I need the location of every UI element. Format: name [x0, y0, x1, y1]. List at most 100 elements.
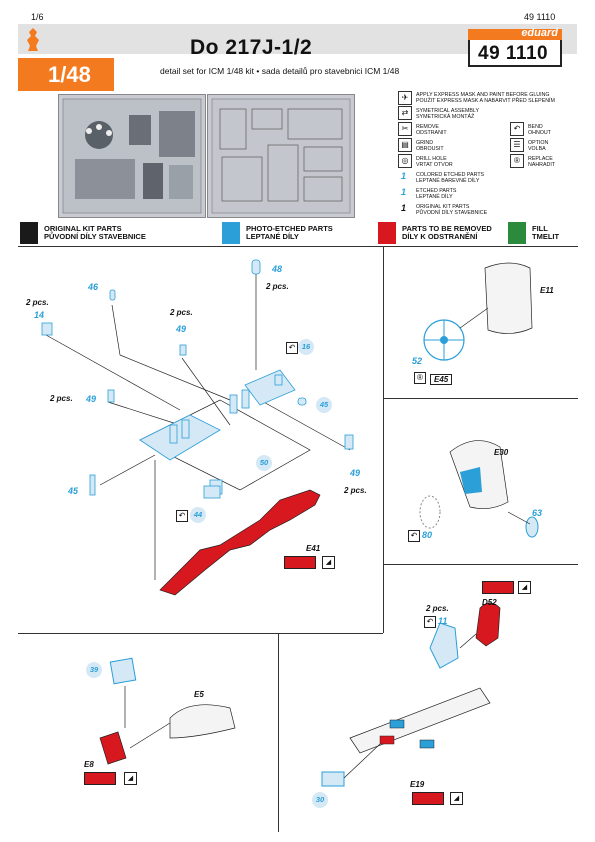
step-3-drawing — [400, 402, 576, 562]
legend-original: ORIGINAL KIT PARTS PŮVODNÍ DÍLY STAVEBNI… — [416, 204, 488, 216]
legend-remove: REMOVE ODSTRANIT — [416, 124, 447, 136]
category-pe: PHOTO-ETCHED PARTS LEPTANÉ DÍLY — [222, 222, 372, 244]
eduard-mascot-icon — [24, 26, 42, 52]
grind-icon: ▤ — [398, 138, 412, 152]
grind-icon-e8: ◢ — [124, 772, 137, 785]
remove-box-e19 — [412, 792, 444, 805]
swatch-remove — [378, 222, 396, 244]
callout-2pcs-f: 2 pcs. — [426, 604, 449, 613]
callout-2pcs-a: 2 pcs. — [266, 282, 289, 291]
category-original: ORIGINAL KIT PARTS PŮVODNÍ DÍLY STAVEBNI… — [20, 222, 220, 244]
callout-63: 63 — [532, 508, 543, 518]
legend-num-original: 1 — [401, 203, 407, 213]
divider-top — [18, 246, 578, 247]
callout-48: 48 — [272, 264, 283, 274]
divider-vertical-bottom — [278, 633, 279, 832]
grind-icon-e41: ◢ — [322, 556, 335, 569]
scale-box: 1/48 — [18, 58, 114, 91]
callout-50: 50 — [256, 455, 272, 471]
callout-2pcs-e: 2 pcs. — [344, 486, 367, 495]
page-title: Do 217J-1/2 — [190, 36, 313, 59]
callout-39: 39 — [86, 662, 102, 678]
swatch-original — [20, 222, 38, 244]
grind-icon-e19: ◢ — [450, 792, 463, 805]
scale-label: 1/48 — [48, 62, 91, 87]
callout-30: 30 — [312, 792, 328, 808]
legend-option: OPTION VOLBA — [528, 140, 549, 152]
swatch-pe — [222, 222, 240, 244]
divider-vertical-main — [383, 247, 384, 633]
callout-e41: E41 — [306, 544, 321, 553]
callout-e45: E45 — [430, 374, 453, 385]
bend-icon: ↶ — [510, 122, 524, 136]
callout-44: 44 — [190, 507, 206, 523]
callout-e5: E5 — [194, 690, 204, 699]
fret-color — [58, 94, 206, 218]
callout-e11: E11 — [540, 286, 554, 295]
callout-45a: 45 — [316, 397, 332, 413]
callout-80: 80 — [422, 530, 433, 540]
category-fill-label: FILL TMELIT — [532, 224, 560, 241]
bend-icon-44: ↶ — [176, 510, 188, 522]
remove-icon: ✂ — [398, 122, 412, 136]
grind-icon-d52: ◢ — [518, 581, 531, 594]
page-subtitle: detail set for ICM 1/48 kit • sada detai… — [160, 66, 400, 76]
callout-14: 14 — [34, 310, 45, 320]
divider-right-2 — [383, 564, 578, 565]
callout-d52: D52 — [482, 598, 497, 607]
callout-2pcs-b: 2 pcs. — [26, 298, 49, 307]
drill-icon: ◎ — [398, 154, 412, 168]
mask-icon: ✈ — [398, 91, 412, 105]
step-1-drawing — [20, 250, 382, 630]
callout-e19: E19 — [410, 780, 425, 789]
set-code: 49 1110 — [478, 43, 549, 64]
legend-etched: ETCHED PARTS LEPTANÉ DÍLY — [416, 188, 457, 200]
bend-icon-11: ↶ — [424, 616, 436, 628]
legend-grind: GRIND OBROUSIT — [416, 140, 444, 152]
callout-11: 11 — [438, 616, 448, 626]
callout-16: 16 — [298, 339, 314, 355]
remove-box-e8 — [84, 772, 116, 785]
category-fill: FILL TMELIT — [508, 222, 578, 244]
symmetrical-icon: ⇄ — [398, 106, 412, 120]
set-code-small: 49 1110 — [524, 12, 556, 22]
legend-num-etched: 1 — [401, 187, 407, 197]
replace-icon: ® — [510, 154, 524, 168]
category-remove-label: PARTS TO BE REMOVED DÍLY K ODSTRANĚNÍ — [402, 224, 492, 241]
brand-logo: eduard — [521, 27, 558, 39]
remove-box-e41 — [284, 556, 316, 569]
brand-strip: eduard — [468, 27, 562, 40]
page-number: 1/6 — [31, 12, 44, 22]
category-original-label: ORIGINAL KIT PARTS PŮVODNÍ DÍLY STAVEBNI… — [44, 224, 146, 241]
callout-52: 52 — [412, 356, 423, 366]
step-2-drawing — [400, 258, 576, 394]
legend-bend: BEND OHNOUT — [528, 124, 551, 136]
callout-49b: 49 — [86, 394, 97, 404]
callout-45b: 45 — [68, 486, 79, 496]
swatch-fill — [508, 222, 526, 244]
legend-replace: REPLACE NAHRADIT — [528, 156, 556, 168]
bend-icon-16: ↶ — [286, 342, 298, 354]
callout-46: 46 — [88, 282, 99, 292]
remove-box-d52 — [482, 581, 514, 594]
callout-2pcs-c: 2 pcs. — [170, 308, 193, 317]
part-44-icon — [202, 484, 222, 500]
category-pe-label: PHOTO-ETCHED PARTS LEPTANÉ DÍLY — [246, 224, 333, 241]
callout-49a: 49 — [176, 324, 187, 334]
option-icon: ☰ — [510, 138, 524, 152]
legend-colored: COLORED ETCHED PARTS LEPTANÉ BAREVNÉ DÍL… — [416, 172, 485, 184]
callout-e30: E30 — [494, 448, 509, 457]
legend-mask: APPLY EXPRESS MASK AND PAINT BEFORE GLUI… — [416, 92, 555, 104]
legend-drill: DRILL HOLE VRTAT OTVOR — [416, 156, 453, 168]
divider-bottom — [18, 633, 383, 634]
callout-e8: E8 — [84, 760, 94, 769]
callout-2pcs-d: 2 pcs. — [50, 394, 73, 403]
step-4-drawing — [290, 568, 578, 832]
callout-49c: 49 — [350, 468, 361, 478]
legend-symmetrical: SYMETRICAL ASSEMBLY SYMETRICKÁ MONTÁŽ — [416, 108, 479, 120]
legend-num-colored: 1 — [401, 171, 407, 181]
replace-icon-e45: ® — [414, 372, 426, 384]
category-remove: PARTS TO BE REMOVED DÍLY K ODSTRANĚNÍ — [378, 222, 508, 244]
fret-bare — [207, 94, 355, 218]
step-5-drawing — [20, 638, 276, 832]
